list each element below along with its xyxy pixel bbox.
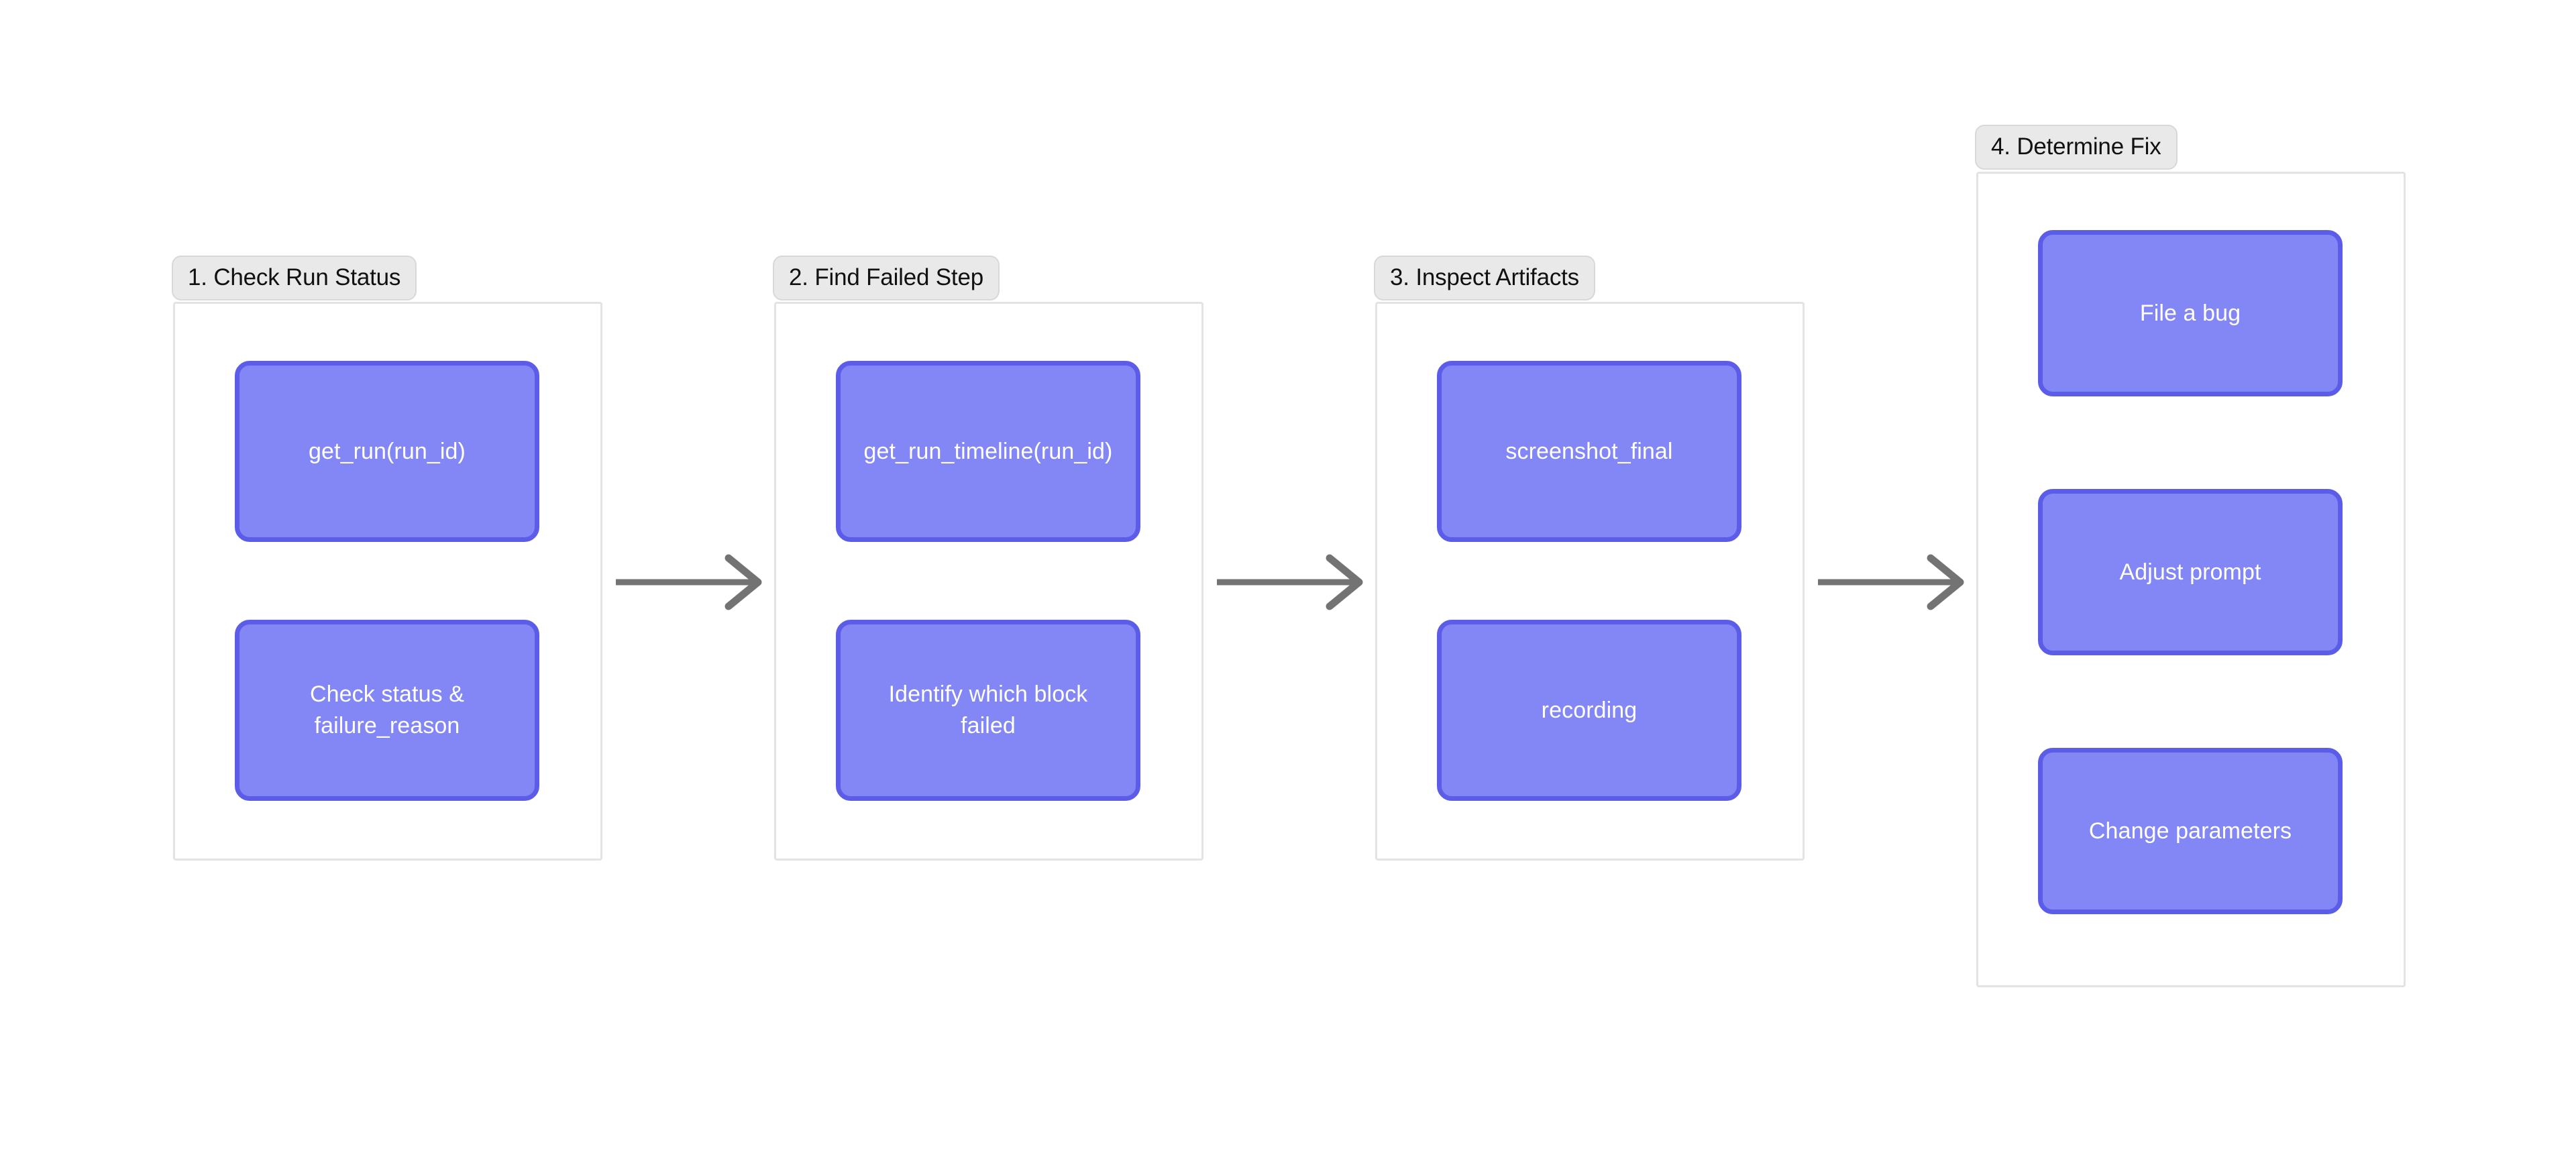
node-get-run-run-id[interactable]: get_run(run_id) (235, 361, 539, 542)
node-label: Adjust prompt (2119, 559, 2261, 585)
node-label: Identify which block failed (888, 681, 1088, 738)
connector-arrow-2 (1217, 549, 1363, 616)
node-label: Check status & failure_reason (309, 681, 465, 738)
connector-arrow-3 (1818, 549, 1964, 616)
node-screenshot-final[interactable]: screenshot_final (1437, 361, 1741, 542)
node-label: screenshot_final (1505, 438, 1673, 464)
arrow-right-icon (1217, 554, 1363, 610)
node-label: get_run_timeline(run_id) (863, 438, 1113, 464)
connector-arrow-1 (616, 549, 762, 616)
arrow-right-icon (1818, 554, 1964, 610)
arrow-right-icon (616, 554, 762, 610)
node-check-status-failure-reason[interactable]: Check status & failure_reason (235, 620, 539, 801)
group-label-1-check-run-status: 1. Check Run Status (172, 256, 417, 300)
group-label-4-determine-fix: 4. Determine Fix (1975, 125, 2178, 170)
node-label: File a bug (2139, 300, 2241, 326)
node-change-parameters[interactable]: Change parameters (2038, 748, 2343, 914)
group-label-3-inspect-artifacts: 3. Inspect Artifacts (1374, 256, 1595, 300)
node-label: Change parameters (2088, 818, 2292, 844)
node-identify-which-block-failed[interactable]: Identify which block failed (836, 620, 1140, 801)
group-label-2-find-failed-step: 2. Find Failed Step (773, 256, 1000, 300)
node-label: get_run(run_id) (309, 438, 466, 464)
node-get-run-timeline-run-id[interactable]: get_run_timeline(run_id) (836, 361, 1140, 542)
node-label: recording (1541, 697, 1638, 723)
node-adjust-prompt[interactable]: Adjust prompt (2038, 489, 2343, 655)
node-recording[interactable]: recording (1437, 620, 1741, 801)
node-file-a-bug[interactable]: File a bug (2038, 230, 2343, 396)
